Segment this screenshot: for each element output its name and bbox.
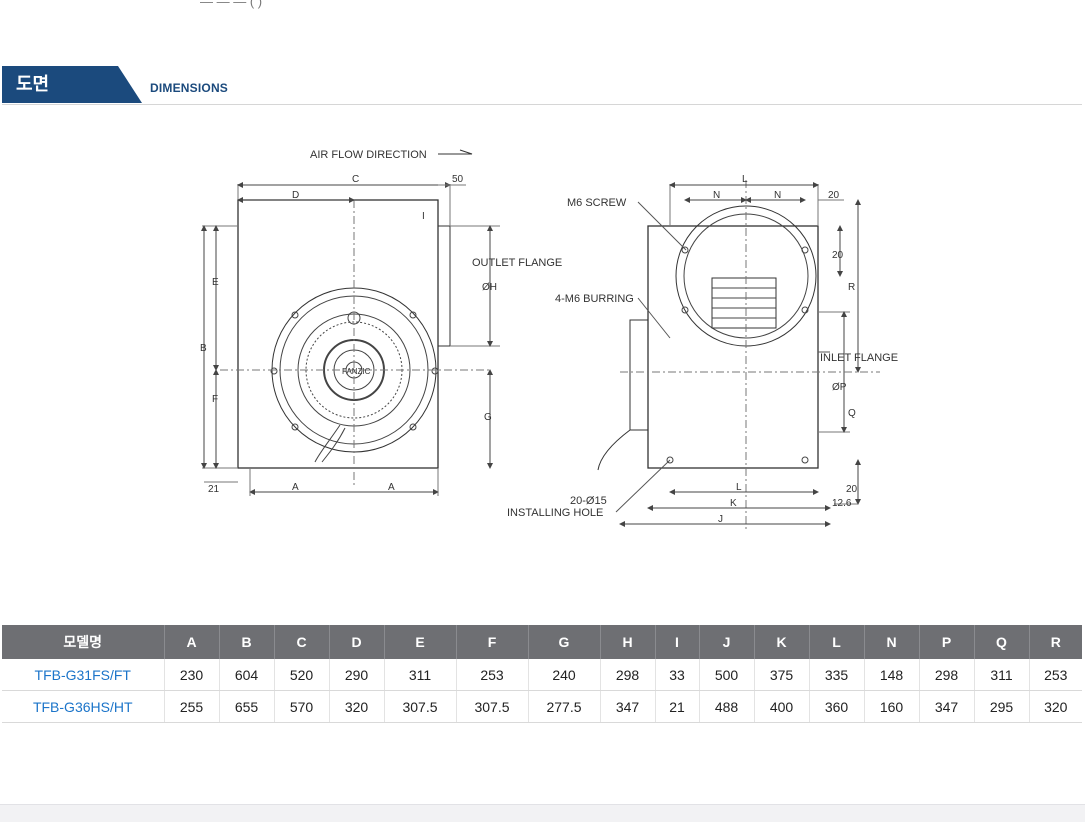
- dimensions-table: 모델명 A B C D E F G H I J K L N P Q R TFB-…: [2, 625, 1082, 723]
- footer-band: [0, 804, 1085, 822]
- dim-20-side: 20: [832, 250, 844, 261]
- dim-g: G: [484, 412, 492, 423]
- dim-50: 50: [452, 174, 464, 185]
- air-flow-label: AIR FLOW DIRECTION: [310, 149, 427, 161]
- front-view: [201, 149, 500, 496]
- table-row: TFB-G31FS/FT 230 604 520 290 311 253 240…: [2, 659, 1082, 691]
- burring-label: 4-M6 BURRING: [555, 293, 634, 305]
- dim-20-top: 20: [828, 190, 840, 201]
- header-d: D: [329, 625, 385, 659]
- model-name-cell: TFB-G36HS/HT: [2, 690, 165, 723]
- dim-r: R: [848, 282, 855, 293]
- table-cell: 33: [655, 659, 700, 691]
- dim-q: Q: [848, 408, 856, 419]
- header-q: Q: [974, 625, 1030, 659]
- dim-21: 21: [208, 484, 220, 495]
- dim-a-left: A: [292, 482, 299, 493]
- outlet-flange-label: OUTLET FLANGE: [472, 257, 562, 269]
- table-cell: 320: [1029, 690, 1082, 723]
- table-cell: 400: [754, 690, 810, 723]
- table-cell: 311: [384, 659, 457, 691]
- header-p: P: [919, 625, 975, 659]
- table-cell: 253: [1029, 659, 1082, 691]
- dim-j: J: [718, 514, 723, 525]
- table-cell: 230: [164, 659, 220, 691]
- table-cell: 570: [274, 690, 330, 723]
- dim-20-bottom: 20: [846, 484, 858, 495]
- dim-p: ØP: [832, 382, 847, 393]
- header-c: C: [274, 625, 330, 659]
- inlet-flange-label: INLET FLANGE: [820, 352, 898, 364]
- table-cell: 320: [329, 690, 385, 723]
- table-cell: 298: [600, 659, 656, 691]
- table-cell: 655: [219, 690, 275, 723]
- dim-l-bottom: L: [736, 482, 742, 493]
- section-title-en: DIMENSIONS: [150, 81, 229, 95]
- table-row: TFB-G36HS/HT 255 655 570 320 307.5 307.5…: [2, 690, 1082, 723]
- table-cell: 240: [528, 659, 601, 691]
- section-title-ko: 도면: [2, 66, 142, 103]
- table-cell: 148: [864, 659, 920, 691]
- m6-screw-label: M6 SCREW: [567, 197, 627, 209]
- table-cell: 307.5: [456, 690, 529, 723]
- dim-e: E: [212, 277, 219, 288]
- header-f: F: [456, 625, 529, 659]
- dim-l-top: L: [742, 174, 748, 185]
- table-cell: 160: [864, 690, 920, 723]
- installing-hole-label: INSTALLING HOLE: [507, 507, 603, 519]
- header-h: H: [600, 625, 656, 659]
- header-n: N: [864, 625, 920, 659]
- table-cell: 295: [974, 690, 1030, 723]
- dim-b: B: [200, 343, 207, 354]
- table-cell: 290: [329, 659, 385, 691]
- section-header: 도면 DIMENSIONS: [2, 66, 1082, 105]
- dim-d: D: [292, 190, 299, 201]
- table-cell: 298: [919, 659, 975, 691]
- table-cell: 255: [164, 690, 220, 723]
- header-j: J: [699, 625, 755, 659]
- dim-f: F: [212, 394, 218, 405]
- table-cell: 375: [754, 659, 810, 691]
- header-b: B: [219, 625, 275, 659]
- table-cell: 604: [219, 659, 275, 691]
- header-e: E: [384, 625, 457, 659]
- table-cell: 488: [699, 690, 755, 723]
- header-a: A: [164, 625, 220, 659]
- table-cell: 253: [456, 659, 529, 691]
- dim-n-right: N: [774, 190, 781, 201]
- fan-logo-text: FANZIC: [342, 367, 371, 376]
- table-cell: 520: [274, 659, 330, 691]
- table-cell: 21: [655, 690, 700, 723]
- table-cell: 307.5: [384, 690, 457, 723]
- dim-12-6: 12.6: [832, 498, 852, 509]
- table-header-row: 모델명 A B C D E F G H I J K L N P Q R: [2, 625, 1082, 659]
- header-k: K: [754, 625, 810, 659]
- top-cut-text: — — — ( ): [200, 0, 263, 9]
- header-l: L: [809, 625, 865, 659]
- table-cell: 311: [974, 659, 1030, 691]
- dim-n-left: N: [713, 190, 720, 201]
- dim-i: I: [422, 211, 425, 222]
- dim-h: ØH: [482, 282, 497, 293]
- header-model: 모델명: [2, 625, 165, 659]
- header-i: I: [655, 625, 700, 659]
- table-cell: 347: [600, 690, 656, 723]
- table-cell: 500: [699, 659, 755, 691]
- side-view: [597, 180, 880, 530]
- header-r: R: [1029, 625, 1082, 659]
- table-cell: 335: [809, 659, 865, 691]
- dim-k: K: [730, 498, 737, 509]
- dimension-drawing: AIR FLOW DIRECTION OUTLET FLANGE M6 SCRE…: [190, 140, 910, 540]
- header-g: G: [528, 625, 601, 659]
- dim-a-right: A: [388, 482, 395, 493]
- table-cell: 277.5: [528, 690, 601, 723]
- table-cell: 360: [809, 690, 865, 723]
- dim-c: C: [352, 174, 359, 185]
- installing-hole-qty-label: 20-Ø15: [570, 495, 607, 507]
- table-cell: 347: [919, 690, 975, 723]
- model-name-cell: TFB-G31FS/FT: [2, 659, 165, 691]
